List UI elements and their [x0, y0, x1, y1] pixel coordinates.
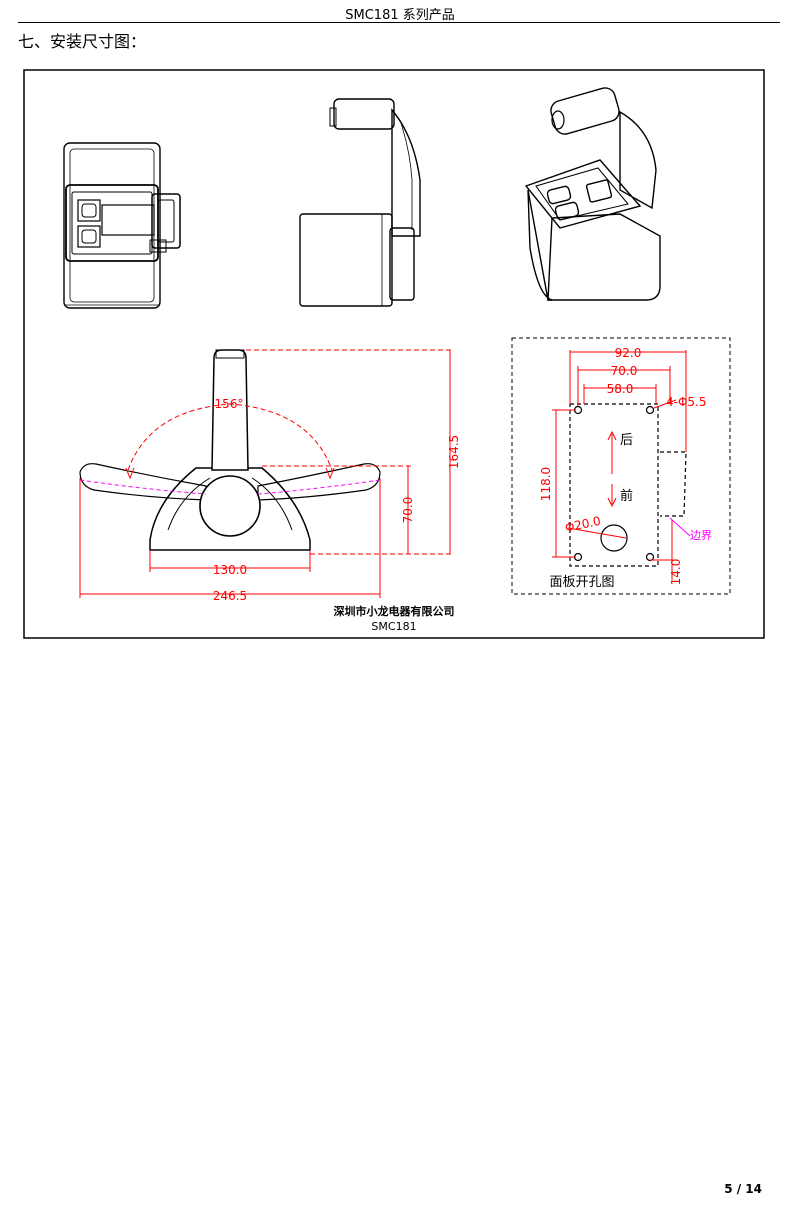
cutout-frame [511, 337, 731, 595]
cutout-dim-outer: 92.0 [615, 346, 642, 360]
page-number: 5 / 14 [724, 1182, 762, 1196]
cutout-hole-spec: 4-Φ5.5 [666, 395, 707, 409]
header-rule [18, 22, 780, 23]
front-view [79, 349, 381, 551]
cutout-dimension-lines [552, 350, 687, 580]
boundary-leader [669, 517, 691, 537]
header-title: SMC181 系列产品 [345, 8, 455, 23]
drawing-frame [23, 69, 765, 639]
label-boundary: 边界 [690, 529, 712, 542]
model-name: SMC181 [371, 620, 416, 633]
dim-height-total: 164.5 [447, 435, 461, 469]
dim-base-width: 130.0 [213, 563, 247, 577]
company-name: 深圳市小龙电器有限公司 [334, 604, 455, 618]
cutout-caption: 面板开孔图 [549, 575, 614, 590]
cutout-dim-height: 118.0 [539, 467, 553, 501]
front-dimension-lines [79, 349, 454, 598]
isometric-view [524, 87, 661, 301]
dim-angle: 156° [215, 397, 244, 411]
dim-total-width: 246.5 [213, 589, 247, 603]
label-back: 后 [620, 433, 633, 448]
label-front: 前 [620, 488, 633, 504]
dim-height-base: 70.0 [401, 497, 415, 524]
cutout-shape [569, 403, 687, 567]
cutout-dim-offset: 14.0 [669, 559, 683, 586]
cutout-dim-mid: 70.0 [611, 364, 638, 378]
top-view [63, 142, 181, 309]
side-view [299, 98, 421, 307]
cutout-dim-inner: 58.0 [607, 382, 634, 396]
section-title: 七、安装尺寸图： [18, 32, 147, 51]
